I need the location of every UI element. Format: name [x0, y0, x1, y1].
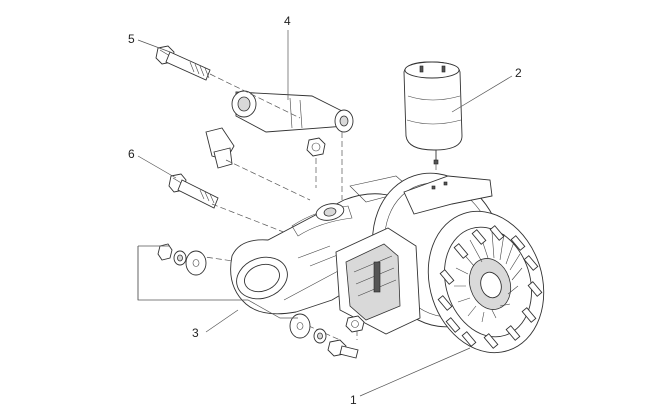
- callout-numbers: 5 4 2 6 3 1: [128, 14, 522, 407]
- wheel-studs: [437, 225, 543, 349]
- mount-bracket: [205, 127, 235, 169]
- part-3-trailing-arm: [230, 175, 421, 315]
- part-4-shock-absorber: [231, 90, 354, 157]
- part-6-bolt: [168, 173, 219, 209]
- part-5-bolt: [155, 45, 211, 81]
- part-2-air-spring: [403, 61, 463, 165]
- callout-5: 5: [128, 32, 135, 46]
- part-1-hub-brake: [335, 172, 545, 354]
- callout-6: 6: [128, 147, 135, 161]
- callout-1: 1: [350, 393, 357, 407]
- part-3-fasteners: [157, 243, 365, 359]
- callout-4: 4: [284, 14, 291, 28]
- leader-lines: [137, 30, 513, 397]
- callout-2: 2: [515, 66, 522, 80]
- callout-3: 3: [192, 326, 199, 340]
